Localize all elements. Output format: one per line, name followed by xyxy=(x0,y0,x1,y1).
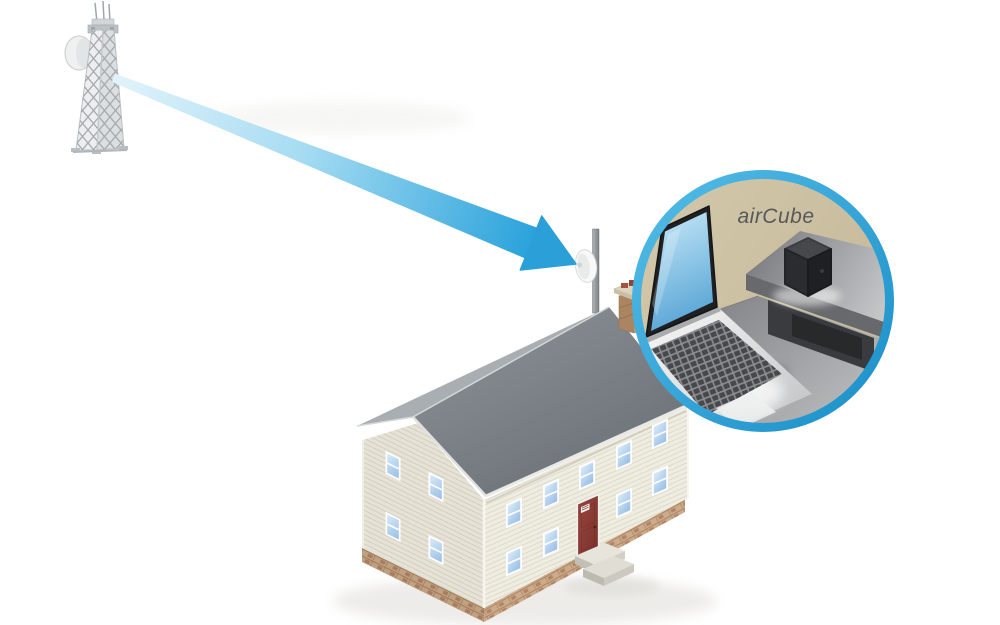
roof-back-slope xyxy=(357,307,609,426)
cabinet-panel xyxy=(792,314,862,360)
window xyxy=(579,459,595,491)
laptop xyxy=(637,205,813,427)
front-door xyxy=(576,493,600,561)
tower-base xyxy=(71,146,128,154)
steps-shadow xyxy=(564,576,660,596)
window xyxy=(616,439,632,471)
roof-main-slope xyxy=(413,307,688,496)
entry-steps xyxy=(575,543,634,586)
signal-beam xyxy=(112,73,577,271)
foundation-gable-bricks xyxy=(362,548,484,622)
device-logo xyxy=(820,269,824,273)
keyboard-keys xyxy=(651,320,782,415)
door-knob xyxy=(593,525,597,529)
window xyxy=(506,545,522,577)
window xyxy=(616,487,632,519)
beam-shaft xyxy=(112,73,538,259)
window xyxy=(428,534,444,566)
antenna-dish xyxy=(574,249,598,283)
tower-mast xyxy=(75,29,125,151)
window xyxy=(428,471,444,503)
callout-ring xyxy=(632,170,894,432)
cell-tower xyxy=(64,0,128,154)
eave-fascia-front xyxy=(485,403,689,498)
window xyxy=(385,450,401,482)
window xyxy=(652,418,668,450)
aircube-device xyxy=(784,237,832,297)
screen-reflection xyxy=(652,228,681,316)
sky-wisp xyxy=(210,102,470,134)
window xyxy=(385,511,401,543)
callout: airCube xyxy=(632,170,894,432)
aircube-label: airCube xyxy=(737,205,814,228)
window xyxy=(652,465,668,497)
house xyxy=(333,228,717,625)
laptop-hinge xyxy=(644,307,721,343)
beam-arrowhead xyxy=(519,215,577,271)
eave-fascia-gable xyxy=(412,416,487,497)
window xyxy=(543,478,559,510)
roof-antenna xyxy=(574,228,600,314)
window xyxy=(543,526,559,558)
window xyxy=(506,497,522,529)
laptop-screen xyxy=(651,212,713,331)
